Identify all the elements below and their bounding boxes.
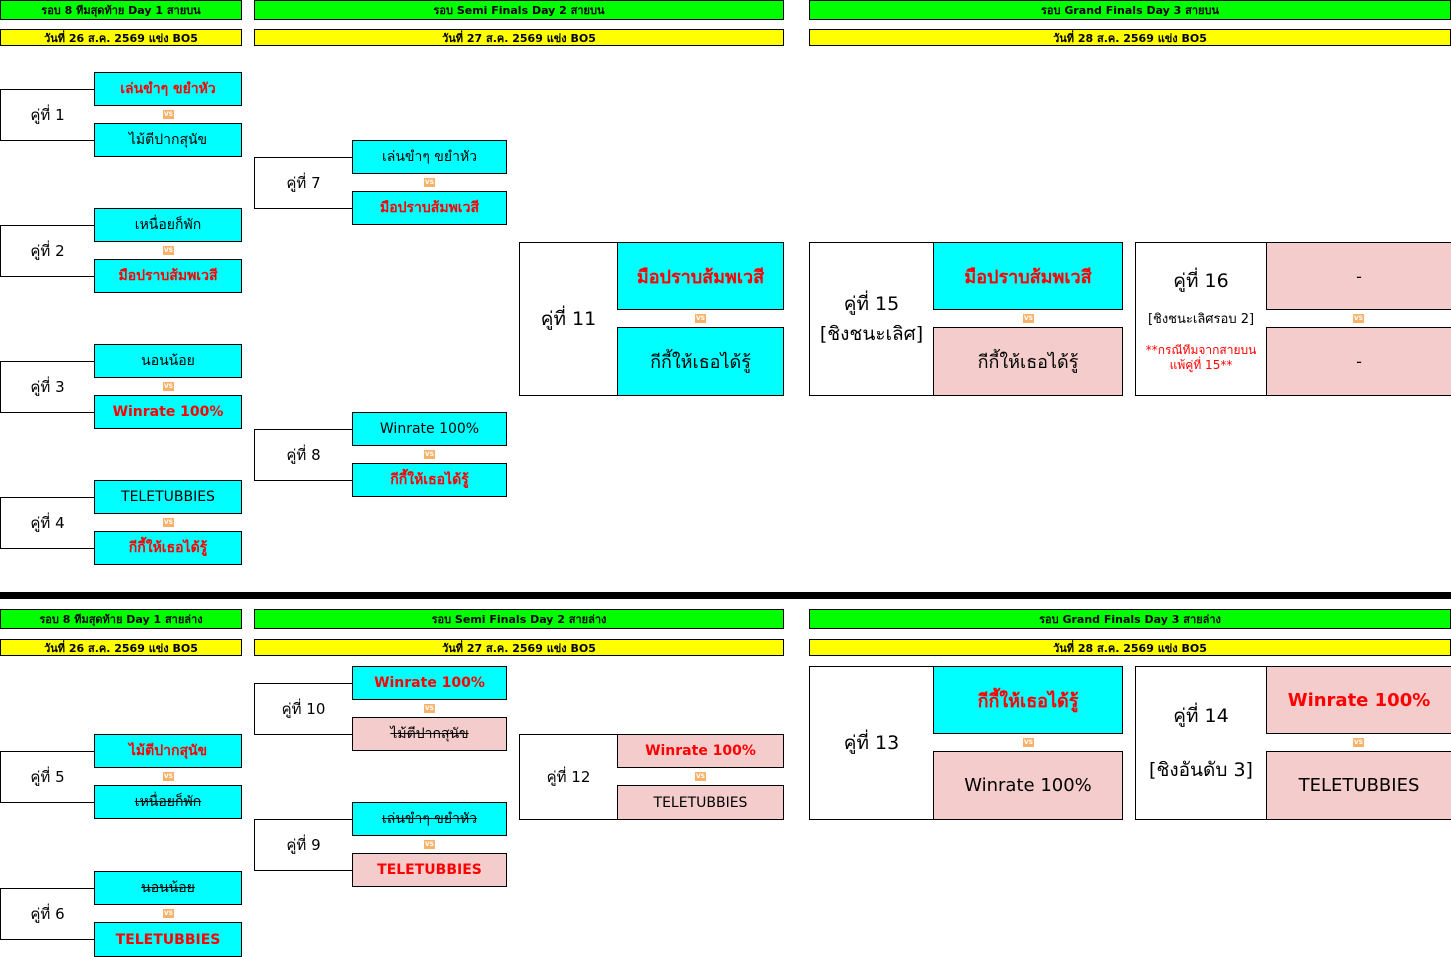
match-16-label-box: คู่ที่ 16 [ชิงชนะเลิศรอบ 2] **กรณีทีมจาก… — [1135, 242, 1266, 396]
match-7-team2: มือปราบส้มพเวสี — [352, 191, 507, 225]
match-11-team2: กีกี้ให้เธอได้รู้ — [617, 327, 784, 396]
vs-icon: VS — [163, 909, 174, 918]
upper-gf-date: วันที่ 28 ส.ค. 2569 แข่ง BO5 — [809, 29, 1451, 46]
lower-gf-date: วันที่ 28 ส.ค. 2569 แข่ง BO5 — [809, 639, 1451, 656]
match-15-team1: มือปราบส้มพเวสี — [933, 242, 1123, 310]
match-16-note-1: **กรณีทีมจากสายบน — [1145, 342, 1257, 357]
vs-icon: VS — [163, 772, 174, 781]
upper-r8-date: วันที่ 26 ส.ค. 2569 แข่ง BO5 — [0, 29, 242, 46]
vs-icon: VS — [163, 246, 174, 255]
vs-icon: VS — [1023, 738, 1034, 747]
vs-icon: VS — [695, 314, 706, 323]
match-12-team1: Winrate 100% — [617, 734, 784, 768]
match-10-team1: Winrate 100% — [352, 666, 507, 700]
match-9-label: คู่ที่ 9 — [254, 819, 352, 871]
match-14-label-box: คู่ที่ 14 [ชิงอันดับ 3] — [1135, 666, 1266, 820]
upper-r8-header: รอบ 8 ทีมสุดท้าย Day 1 สายบน — [0, 0, 242, 20]
vs-icon: VS — [163, 518, 174, 527]
match-15-team2: กีกี้ให้เธอได้รู้ — [933, 327, 1123, 396]
match-14-team1: Winrate 100% — [1266, 666, 1451, 734]
match-2-team1: เหนื่อยก็พัก — [94, 208, 242, 242]
match-9-team2: TELETUBBIES — [352, 853, 507, 887]
match-6-label: คู่ที่ 6 — [0, 888, 94, 940]
vs-icon: VS — [424, 178, 435, 187]
match-4-label: คู่ที่ 4 — [0, 497, 94, 549]
match-16-team2: - — [1266, 327, 1451, 396]
upper-sf-header: รอบ Semi Finals Day 2 สายบน — [254, 0, 784, 20]
match-5-team1: ไม้ตีปากสุนัข — [94, 734, 242, 768]
match-14-label: คู่ที่ 14 — [1173, 705, 1229, 727]
match-14-sub: [ชิงอันดับ 3] — [1149, 759, 1253, 781]
match-13-team1: กีกี้ให้เธอได้รู้ — [933, 666, 1123, 734]
match-4-team1: TELETUBBIES — [94, 480, 242, 514]
match-4-team2: กีกี้ให้เธอได้รู้ — [94, 531, 242, 565]
match-13-label: คู่ที่ 13 — [809, 666, 933, 820]
upper-gf-header: รอบ Grand Finals Day 3 สายบน — [809, 0, 1451, 20]
match-15-label: คู่ที่ 15 — [843, 293, 900, 315]
match-15-sub: [ชิงชนะเลิศ] — [819, 323, 924, 345]
match-1-team1: เล่นขำๆ ขยำหัว — [94, 72, 242, 106]
match-11-team1: มือปราบส้มพเวสี — [617, 242, 784, 310]
vs-icon: VS — [163, 110, 174, 119]
match-9-team1: เล่นขำๆ ขยำหัว — [352, 802, 507, 836]
lower-gf-header: รอบ Grand Finals Day 3 สายล่าง — [809, 609, 1451, 629]
vs-icon: VS — [424, 840, 435, 849]
match-6-team2: TELETUBBIES — [94, 922, 242, 957]
match-16-label: คู่ที่ 16 — [1173, 269, 1229, 292]
vs-icon: VS — [424, 704, 435, 713]
lower-r8-header: รอบ 8 ทีมสุดท้าย Day 1 สายล่าง — [0, 609, 242, 629]
match-6-team1: นอนน้อย — [94, 871, 242, 905]
match-12-team2: TELETUBBIES — [617, 785, 784, 820]
match-5-team2: เหนื่อยก็พัก — [94, 785, 242, 819]
match-14-team2: TELETUBBIES — [1266, 751, 1451, 820]
match-11-label: คู่ที่ 11 — [519, 242, 617, 396]
match-16-note-2: แพ้คู่ที่ 15** — [1169, 357, 1233, 372]
match-7-team1: เล่นขำๆ ขยำหัว — [352, 140, 507, 174]
vs-icon: VS — [1353, 314, 1364, 323]
vs-icon: VS — [1353, 738, 1364, 747]
match-3-team1: นอนน้อย — [94, 344, 242, 378]
match-8-label: คู่ที่ 8 — [254, 429, 352, 481]
match-16-sub: [ชิงชนะเลิศรอบ 2] — [1147, 311, 1255, 327]
match-2-label: คู่ที่ 2 — [0, 225, 94, 277]
match-3-label: คู่ที่ 3 — [0, 361, 94, 413]
lower-sf-date: วันที่ 27 ส.ค. 2569 แข่ง BO5 — [254, 639, 784, 656]
match-5-label: คู่ที่ 5 — [0, 751, 94, 803]
match-1-label: คู่ที่ 1 — [0, 89, 94, 141]
match-8-team1: Winrate 100% — [352, 412, 507, 446]
upper-sf-date: วันที่ 27 ส.ค. 2569 แข่ง BO5 — [254, 29, 784, 46]
match-10-label: คู่ที่ 10 — [254, 683, 352, 735]
lower-r8-date: วันที่ 26 ส.ค. 2569 แข่ง BO5 — [0, 639, 242, 656]
section-divider — [0, 592, 1451, 599]
vs-icon: VS — [695, 772, 706, 781]
match-3-team2: Winrate 100% — [94, 395, 242, 429]
match-2-team2: มือปราบส้มพเวสี — [94, 259, 242, 293]
lower-sf-header: รอบ Semi Finals Day 2 สายล่าง — [254, 609, 784, 629]
match-13-team2: Winrate 100% — [933, 751, 1123, 820]
match-16-team1: - — [1266, 242, 1451, 310]
vs-icon: VS — [1023, 314, 1034, 323]
vs-icon: VS — [163, 382, 174, 391]
match-12-label: คู่ที่ 12 — [519, 734, 617, 820]
vs-icon: VS — [424, 450, 435, 459]
match-1-team2: ไม้ตีปากสุนัข — [94, 123, 242, 157]
match-8-team2: กีกี้ให้เธอได้รู้ — [352, 463, 507, 497]
match-10-team2: ไม้ตีปากสุนัข — [352, 717, 507, 751]
match-15-label-box: คู่ที่ 15 [ชิงชนะเลิศ] — [809, 242, 933, 396]
match-7-label: คู่ที่ 7 — [254, 157, 352, 209]
